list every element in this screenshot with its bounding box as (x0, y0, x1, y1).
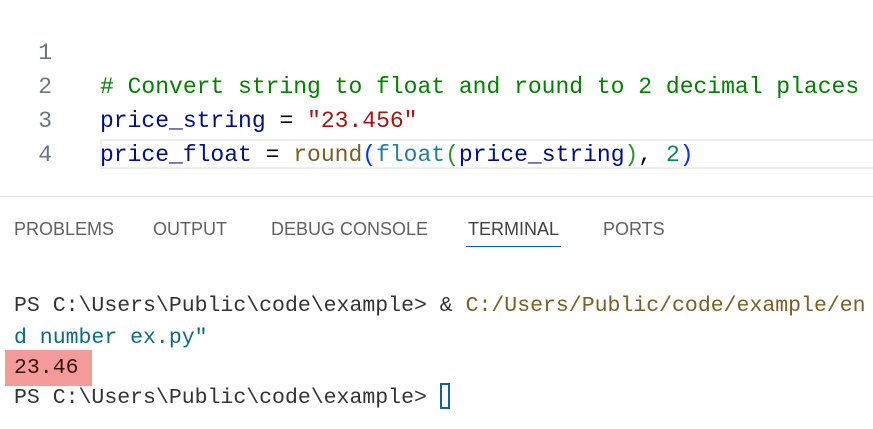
paren: ( (445, 142, 459, 168)
paren: ) (679, 142, 694, 168)
ampersand: & (439, 294, 466, 318)
function: round (293, 142, 363, 168)
terminal-line[interactable]: PS C:\Users\Public\code\example> (14, 383, 450, 413)
output-highlight (5, 350, 92, 386)
separator: , (638, 142, 666, 168)
variable: price_float (100, 142, 252, 168)
line-number: 1 (38, 40, 52, 66)
operator: = (265, 108, 308, 134)
code-line: 2 price_string = "23.456" (0, 36, 873, 134)
current-line-highlight (100, 139, 873, 169)
code-line: 4 (0, 104, 873, 168)
terminal-cursor (439, 383, 450, 409)
tab-output[interactable]: OUTPUT (153, 219, 227, 239)
command-path: C:/Users/Public/code/example/en (465, 294, 866, 318)
comment: # Convert string to float and round to 2… (100, 74, 860, 100)
builtin: float (376, 142, 446, 168)
tab-ports[interactable]: PORTS (603, 219, 665, 239)
code-line-current: 5 print(price_float) (0, 138, 873, 270)
argument: price_string (458, 142, 625, 168)
operator: = (251, 142, 294, 168)
line-number: 3 (38, 108, 52, 134)
tab-debug-console[interactable]: DEBUG CONSOLE (271, 219, 429, 239)
code-editor[interactable]: 1 # Convert string to float and round to… (0, 0, 873, 270)
code-line: 3 price_float = round(float(price_string… (0, 70, 873, 168)
number: 2 (665, 142, 680, 168)
terminal-output: 23.46 (14, 356, 79, 380)
tab-terminal[interactable]: TERMINAL (465, 219, 562, 247)
line-number: 4 (38, 142, 52, 168)
prompt: PS C:\Users\Public\code\example> (14, 294, 440, 318)
code-line: 1 # Convert string to float and round to… (0, 2, 873, 100)
paren: ) (624, 142, 639, 168)
prompt: PS C:\Users\Public\code\example> (14, 386, 440, 410)
string-literal: "23.456" (307, 108, 418, 134)
bottom-panel: PROBLEMS OUTPUT DEBUG CONSOLE TERMINAL P… (0, 196, 873, 429)
terminal-line: PS C:\Users\Public\code\example> & C:/Us… (14, 291, 866, 321)
paren: ( (362, 142, 377, 168)
terminal-line: d number ex.py" (14, 326, 208, 350)
tab-problems[interactable]: PROBLEMS (14, 219, 115, 239)
variable: price_string (100, 108, 266, 134)
line-number: 2 (38, 74, 52, 100)
